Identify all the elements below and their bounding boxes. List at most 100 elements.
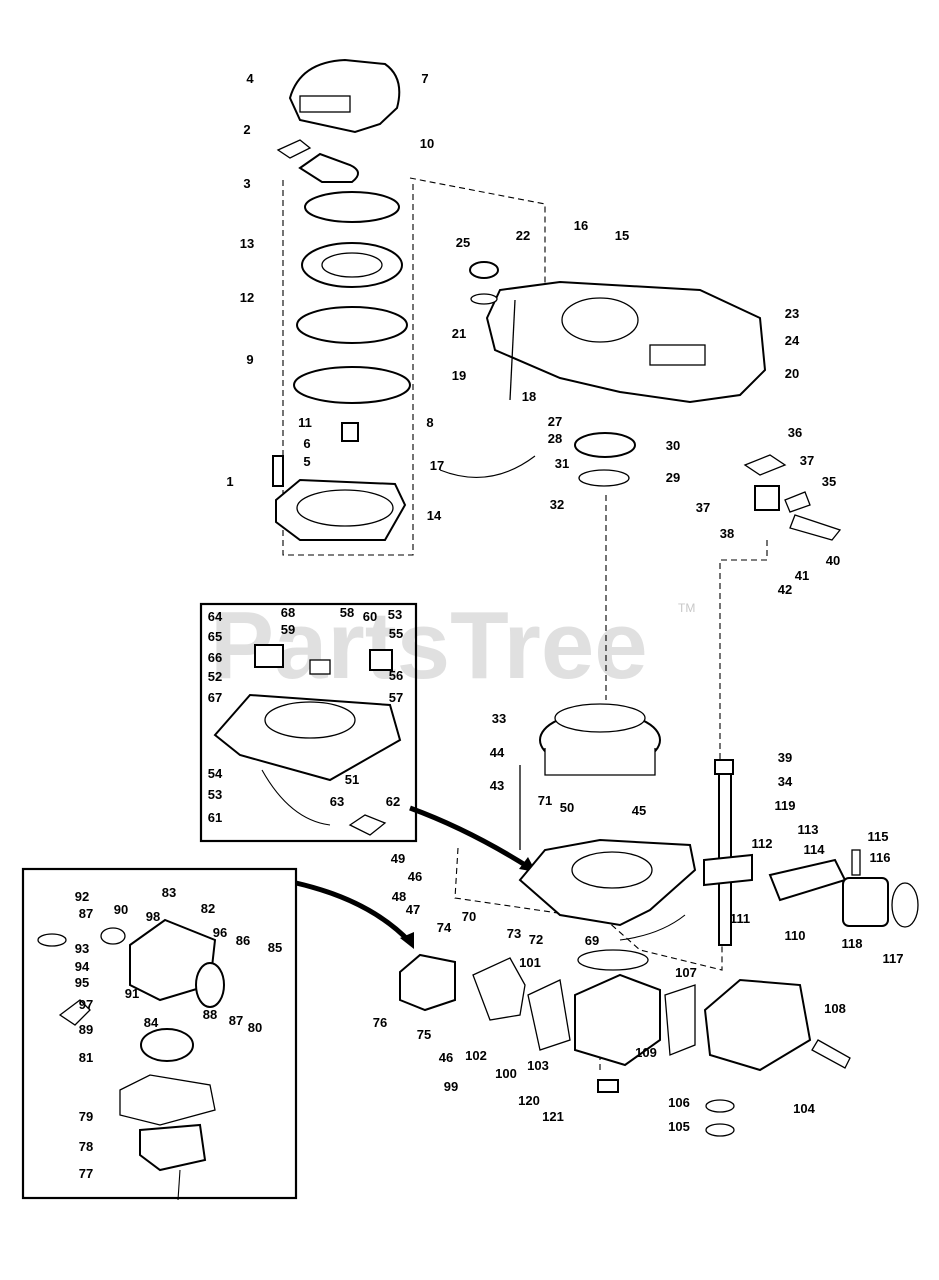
part-label-4: 4 [246,71,254,86]
part-label-78: 78 [79,1139,93,1154]
connecting-rod [768,858,847,902]
cylinder-head [703,978,812,1072]
starter-hub [341,422,359,442]
part-label-115: 115 [868,829,889,844]
arrow-carburetor [295,880,412,944]
part-label-43: 43 [490,778,504,793]
part-label-51: 51 [345,772,359,787]
part-label-57: 57 [389,690,403,705]
part-label-27: 27 [548,414,562,429]
rewind-starter-assembly [272,58,411,541]
part-label-22: 22 [516,228,530,243]
part-label-1: 1 [226,474,233,489]
fuel-cap [469,261,499,279]
part-label-86: 86 [236,933,250,948]
governor-alignment-line [719,540,768,760]
part-label-5: 5 [303,454,310,469]
part-label-79: 79 [79,1109,93,1124]
part-label-73: 73 [507,926,521,941]
carburetor-inset-frame [21,867,298,1200]
part-label-76: 76 [373,1015,387,1030]
part-label-116: 116 [870,850,891,865]
part-label-25: 25 [456,235,470,250]
part-label-94: 94 [75,959,90,974]
blower-housing-assembly [439,261,767,487]
part-label-101: 101 [519,955,541,970]
ignition-wire [261,769,331,826]
part-label-90: 90 [114,902,128,917]
part-label-80: 80 [248,1020,262,1035]
part-label-98: 98 [146,909,160,924]
part-label-84: 84 [144,1015,159,1030]
arrow-carburetor-head [400,932,414,949]
starter-handle-insert [276,139,312,159]
part-label-35: 35 [822,474,836,489]
part-label-9: 9 [246,352,253,367]
part-label-48: 48 [392,889,406,904]
carb-gasket [100,927,126,945]
part-label-97: 97 [79,997,93,1012]
part-label-72: 72 [529,932,543,947]
part-label-106: 106 [668,1095,690,1110]
part-label-38: 38 [720,526,734,541]
part-label-118: 118 [842,936,863,951]
part-label-87: 87 [79,906,93,921]
part-label-68: 68 [281,605,295,620]
part-label-44: 44 [490,745,505,760]
starter-alignment-line [282,180,414,556]
rope-pulley [296,306,408,344]
housing-alignment-line [409,177,546,290]
part-label-31: 31 [555,456,569,471]
throttle-plate [37,933,67,947]
ignition-lead [619,914,686,941]
blower-intake [561,297,639,343]
part-label-40: 40 [826,553,840,568]
governor-assembly [743,454,842,541]
part-label-15: 15 [615,228,629,243]
part-label-45: 45 [632,803,646,818]
reed-gasket [577,949,649,971]
fuel-strainer [578,469,630,487]
exhaust-port-gasket [705,1123,735,1137]
part-label-32: 32 [550,497,564,512]
part-label-70: 70 [462,909,476,924]
part-label-117: 117 [883,951,904,966]
governor-link [789,514,842,541]
part-label-121: 121 [542,1109,564,1124]
crankcase-assembly [518,838,697,941]
governor-clip [784,491,811,513]
part-label-107: 107 [675,965,697,980]
part-label-119: 119 [775,798,796,813]
part-label-18: 18 [522,389,536,404]
part-label-89: 89 [79,1022,93,1037]
starter-bolt [272,455,284,487]
part-label-37: 37 [800,453,814,468]
part-label-11: 11 [298,415,312,430]
fuel-hose [439,455,536,478]
part-label-8: 8 [426,415,433,430]
part-label-46: 46 [408,869,422,884]
piston [842,877,889,927]
starter-rope [304,191,400,223]
spark-plug [811,1039,851,1069]
part-label-34: 34 [778,774,793,789]
part-label-63: 63 [330,794,344,809]
crankshaft-counterweight [703,853,753,887]
part-label-69: 69 [585,933,599,948]
cover-grille [299,95,351,113]
part-label-37: 37 [696,500,710,515]
part-label-111: 111 [730,911,750,926]
exhaust-gasket [705,1099,735,1113]
ignition-inset-frame [199,602,418,843]
head-gasket [664,984,696,1056]
block-alignment-line [454,847,723,971]
part-label-17: 17 [430,458,444,473]
part-label-77: 77 [79,1166,93,1181]
part-label-88: 88 [203,1007,217,1022]
part-label-54: 54 [208,766,223,781]
cylinder-base [574,973,661,1067]
bowl-gasket [119,1074,216,1126]
part-label-103: 103 [527,1058,549,1073]
part-label-49: 49 [391,851,405,866]
